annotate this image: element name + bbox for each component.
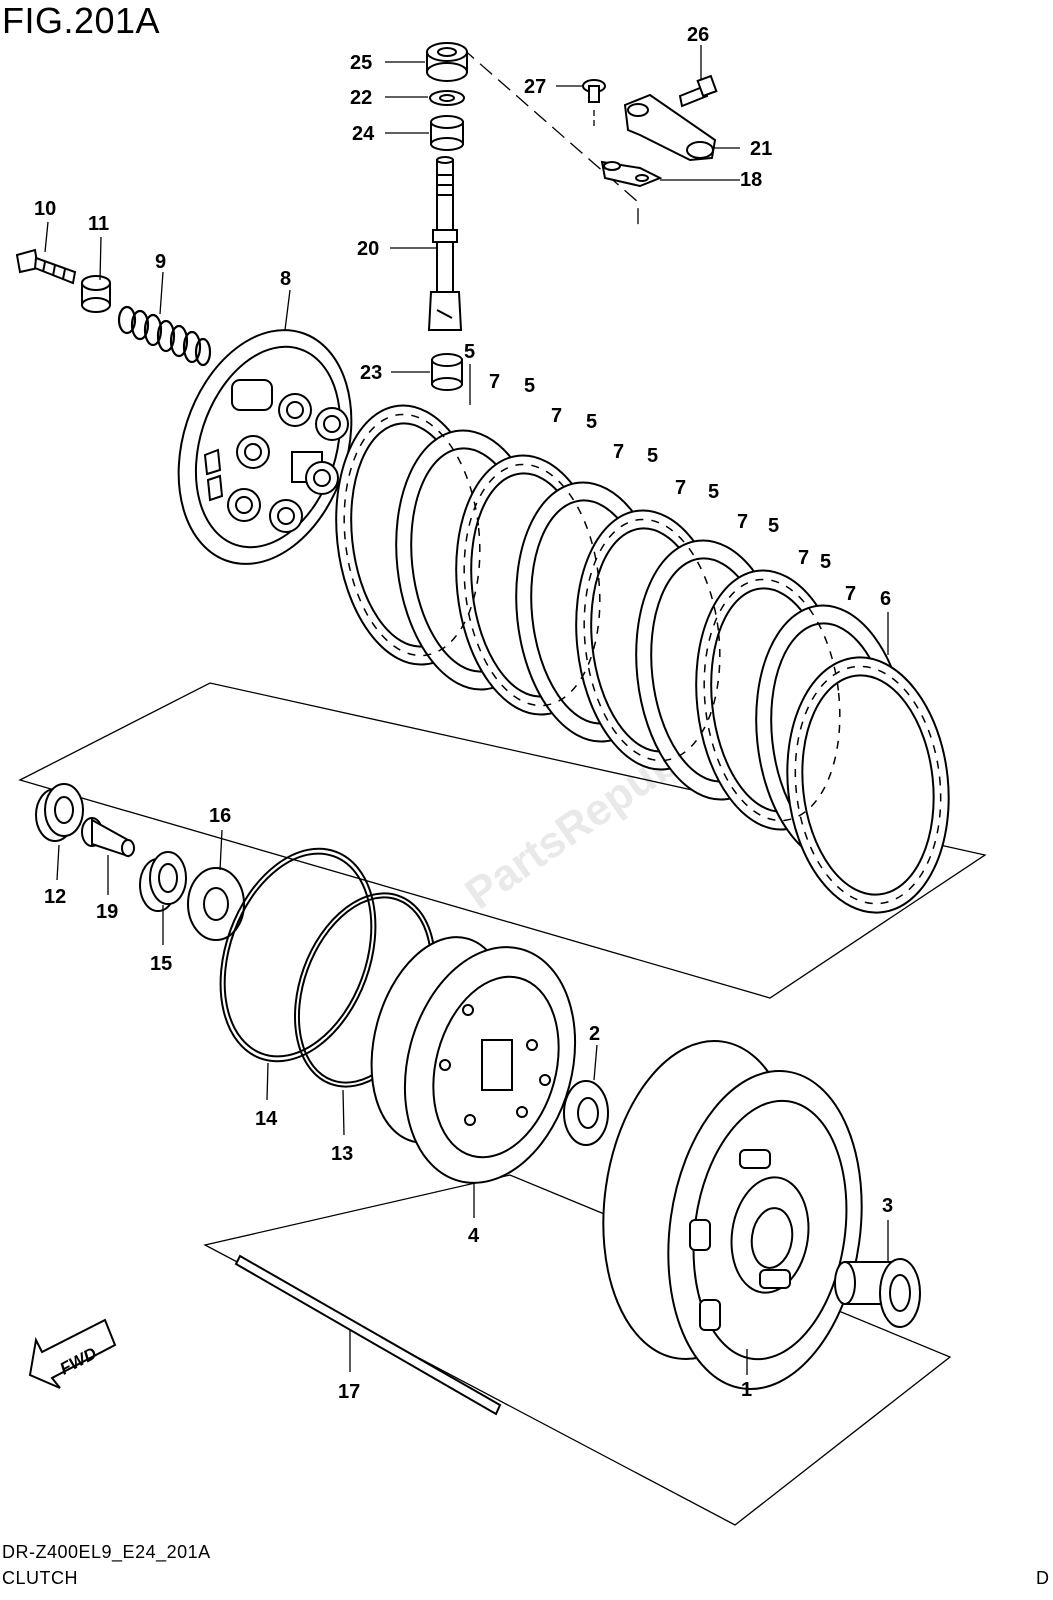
callout-23: 23 — [360, 362, 382, 384]
clutch-hub-4 — [370, 936, 577, 1184]
callout-7: 7 — [845, 583, 856, 605]
washer-18 — [600, 160, 663, 188]
callout-6: 6 — [880, 588, 891, 610]
o-rings-13-14 — [219, 847, 437, 1088]
callout-5: 5 — [820, 551, 831, 573]
callout-27: 27 — [524, 76, 546, 98]
bearing-24 — [430, 115, 464, 151]
pressure-plate-8 — [177, 329, 353, 565]
callout-5: 5 — [586, 411, 597, 433]
callout-7: 7 — [613, 441, 624, 463]
callout-22: 22 — [350, 87, 372, 109]
bolt-26 — [678, 74, 718, 108]
callout-20: 20 — [357, 238, 379, 260]
seal-25 — [426, 42, 468, 82]
clutch-plate-stack — [335, 404, 950, 914]
callout-7: 7 — [551, 405, 562, 427]
callout-8: 8 — [280, 268, 291, 290]
figure-title: FIG.201A — [2, 0, 161, 41]
callout-7: 7 — [675, 477, 686, 499]
callout-numbers: 1 2 3 4 5 5 5 5 5 5 5 6 7 7 7 7 7 7 7 8 … — [34, 24, 893, 1403]
callout-17: 17 — [338, 1381, 360, 1403]
bolt-10 — [15, 248, 77, 285]
clutch-housing-1 — [602, 1040, 863, 1390]
group-outlines — [18, 47, 987, 1526]
callout-5: 5 — [768, 515, 779, 537]
plate-teeth — [343, 413, 942, 905]
release-arm-21 — [623, 93, 717, 162]
forward-direction-arrow: FWD — [28, 1318, 117, 1389]
callout-4: 4 — [468, 1225, 480, 1247]
bolt-27 — [582, 79, 606, 103]
callout-5: 5 — [708, 481, 719, 503]
section-name: CLUTCH — [2, 1568, 79, 1588]
callout-7: 7 — [737, 511, 748, 533]
callout-5: 5 — [464, 341, 475, 363]
cushion-15 — [139, 851, 187, 912]
callout-9: 9 — [155, 251, 166, 273]
callout-19: 19 — [96, 901, 118, 923]
callout-10: 10 — [34, 198, 56, 220]
callout-7: 7 — [798, 547, 809, 569]
callout-12: 12 — [44, 886, 66, 908]
callout-15: 15 — [150, 953, 172, 975]
bolt-19 — [81, 817, 135, 858]
callout-3: 3 — [882, 1195, 893, 1217]
callout-14: 14 — [255, 1108, 278, 1130]
callout-11: 11 — [88, 213, 109, 235]
callout-16: 16 — [209, 805, 231, 827]
push-shaft-20 — [427, 156, 463, 331]
push-rod-17 — [234, 1254, 502, 1416]
leader-lines — [44, 45, 889, 1375]
washer-16 — [187, 867, 245, 941]
callout-13: 13 — [331, 1143, 353, 1165]
callout-24: 24 — [352, 123, 375, 145]
callout-1: 1 — [741, 1379, 752, 1401]
callout-2: 2 — [589, 1023, 600, 1045]
callout-18: 18 — [740, 169, 762, 191]
bearing-12 — [35, 783, 84, 842]
model-code: DR-Z400EL9_E24_201A — [2, 1542, 211, 1562]
page-mark: D — [1036, 1568, 1050, 1588]
spacer-3 — [834, 1258, 921, 1328]
callout-7: 7 — [489, 371, 500, 393]
callout-5: 5 — [524, 375, 535, 397]
callout-26: 26 — [687, 24, 709, 46]
washer-22 — [429, 90, 465, 106]
washer-2 — [563, 1080, 609, 1146]
bearing-23 — [431, 353, 463, 391]
callout-5: 5 — [647, 445, 658, 467]
callout-21: 21 — [750, 138, 772, 160]
washer-11 — [81, 275, 111, 313]
spring-9 — [117, 305, 212, 367]
callout-25: 25 — [350, 52, 372, 74]
